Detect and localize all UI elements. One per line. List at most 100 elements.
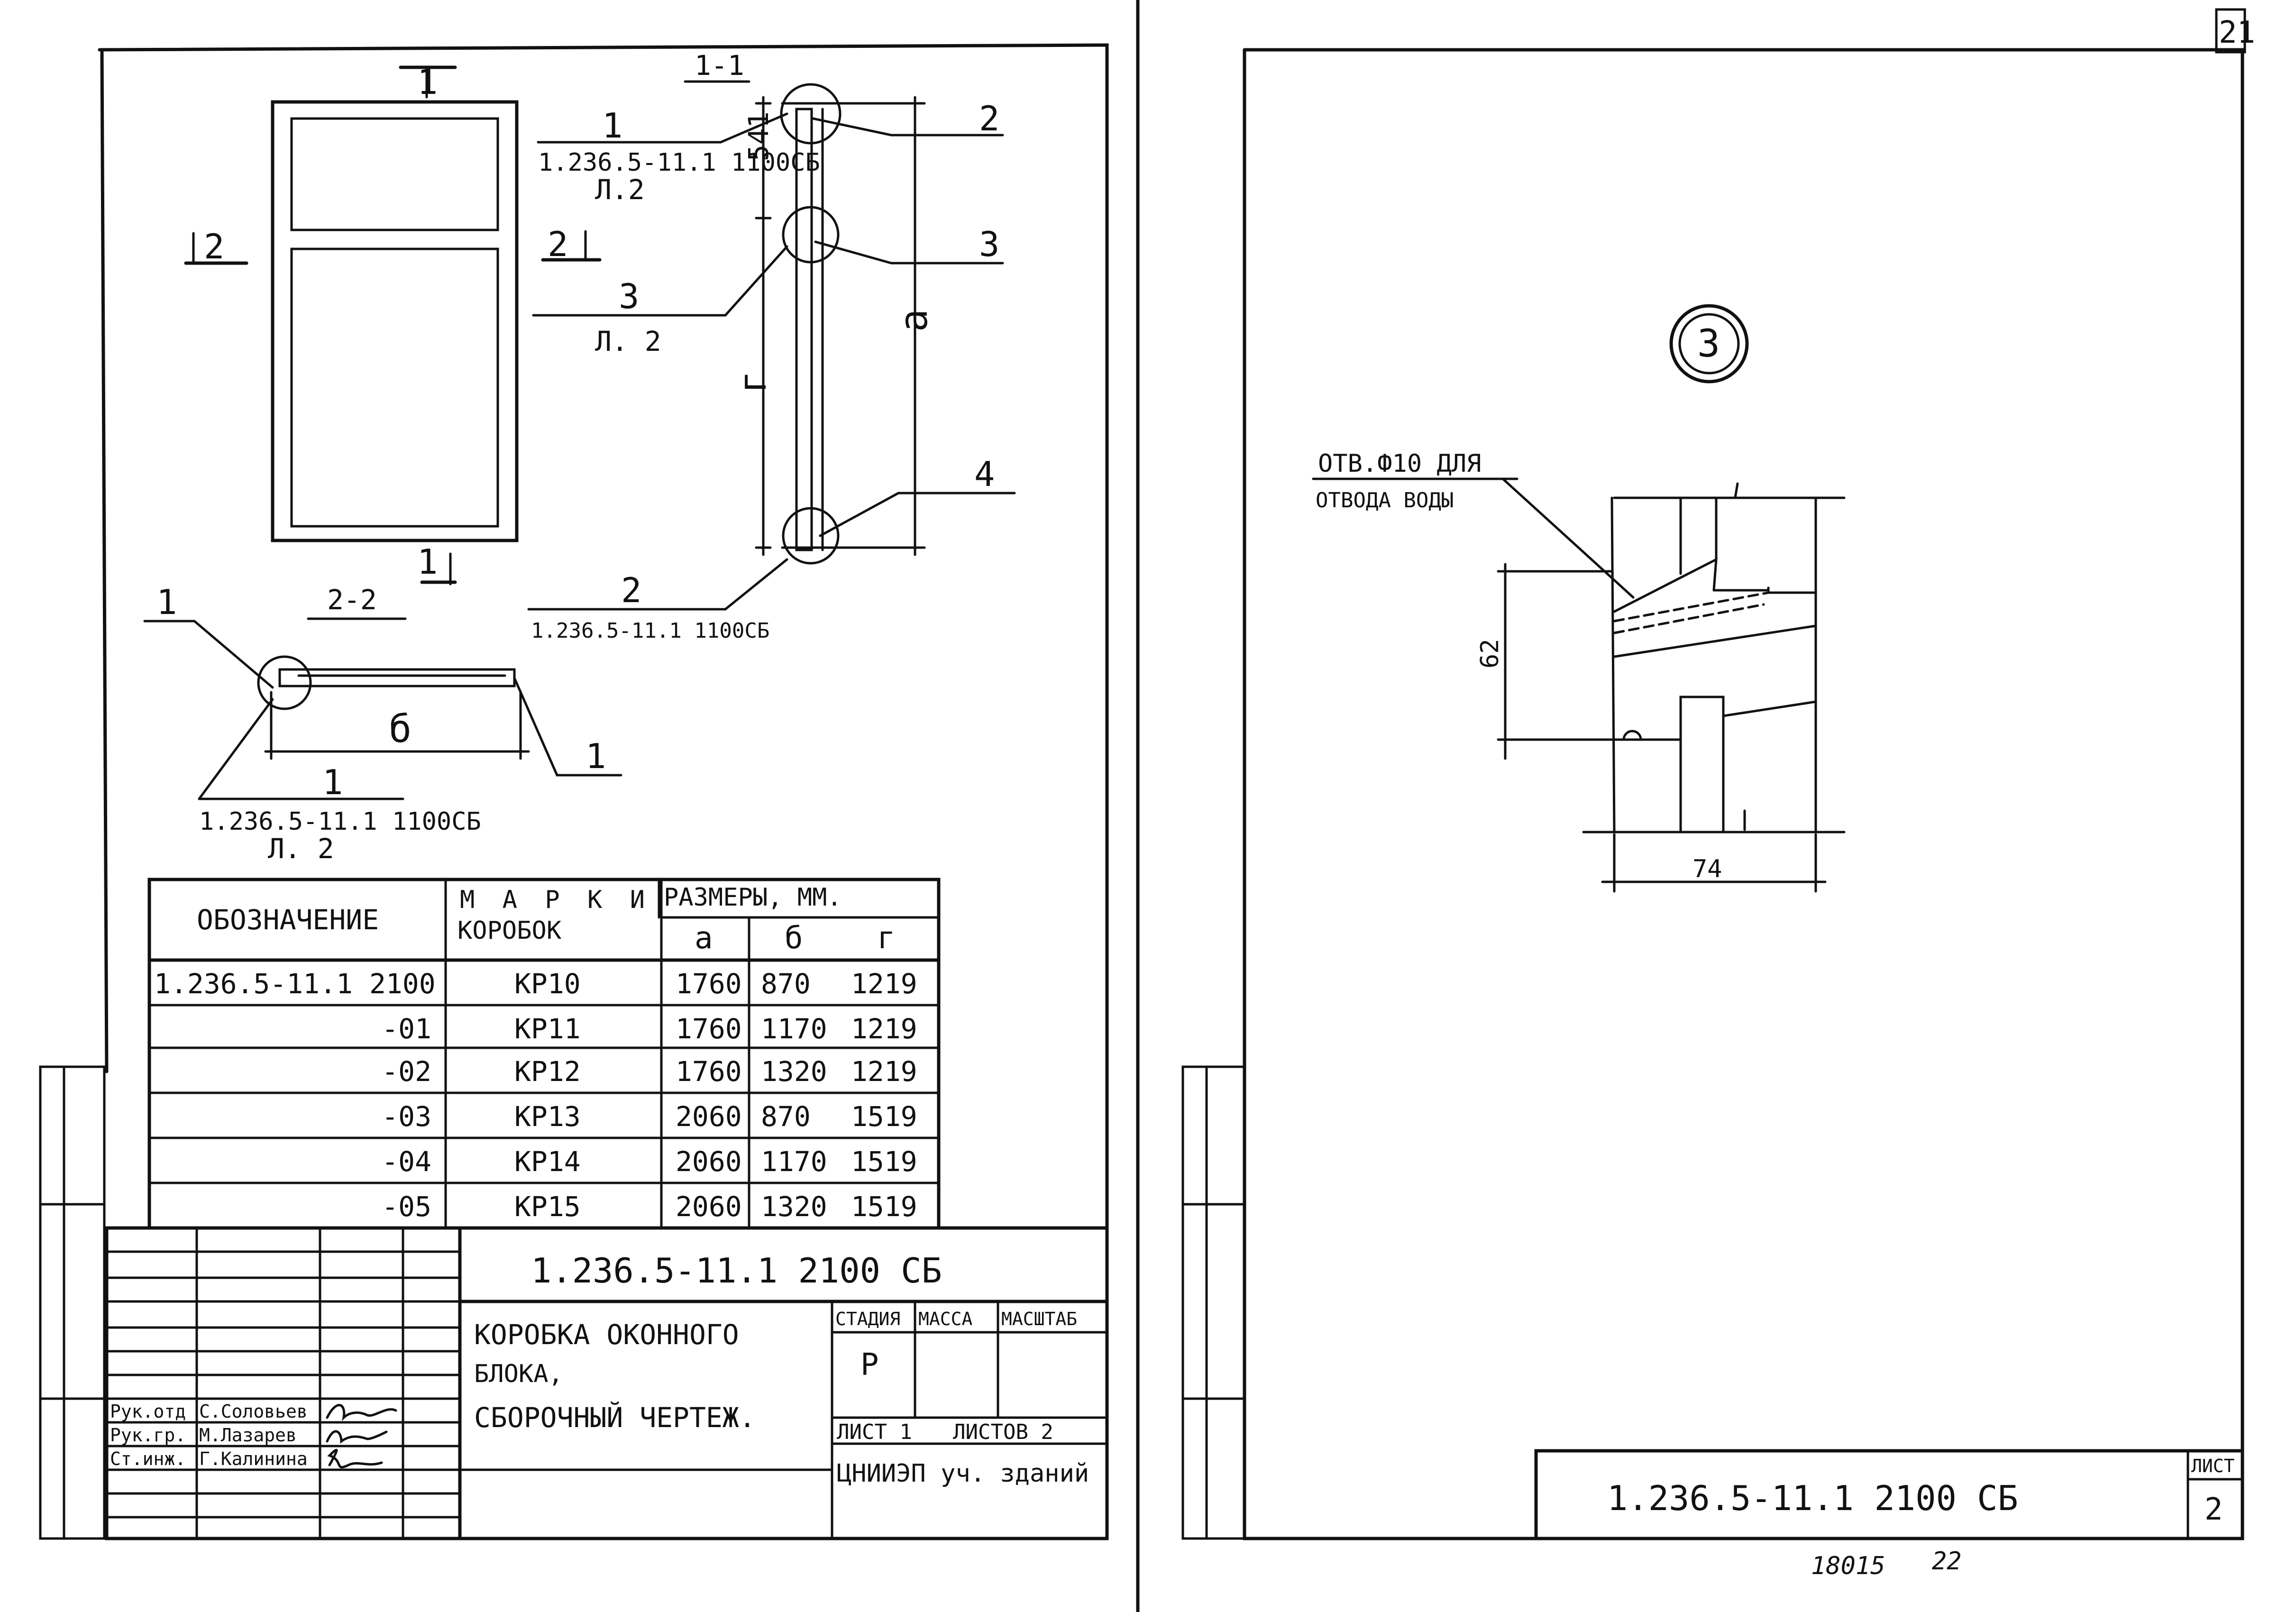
callout-2-num: 2 bbox=[621, 570, 641, 610]
detail-circle-1 bbox=[257, 655, 312, 710]
scale-label: МАСШТАБ bbox=[1001, 1309, 1077, 1329]
table-cell-designation: -04 bbox=[382, 1145, 431, 1178]
leader-1-left: 1 bbox=[156, 582, 177, 622]
th-marks-2: КОРОБОК bbox=[457, 916, 562, 945]
table-cell-designation: -05 bbox=[382, 1191, 431, 1223]
leader-2: 2 bbox=[979, 99, 999, 138]
dim-g: г bbox=[731, 371, 775, 394]
detail-circle-4 bbox=[782, 507, 840, 565]
staff-name-1: С.Соловьев bbox=[199, 1401, 308, 1422]
table-cell-mark: КР11 bbox=[514, 1013, 581, 1045]
callout-3-sheet: Л. 2 bbox=[595, 325, 661, 357]
corner-box bbox=[2215, 8, 2246, 54]
callout-1-num: 1 bbox=[602, 106, 622, 146]
left-margin-strip bbox=[39, 1065, 106, 1540]
callout-1b-num: 1 bbox=[322, 762, 343, 802]
detail-profile: 62 74 bbox=[1476, 482, 1846, 893]
section-mark-1-top: 1 bbox=[417, 62, 438, 102]
callout-2-ref: 1.236.5-11.1 1100СБ bbox=[531, 619, 769, 643]
table-cell-b: 1320 bbox=[761, 1191, 827, 1223]
title-line-2: БЛОКА, bbox=[474, 1360, 563, 1388]
table-cell-g: 1219 bbox=[851, 1055, 917, 1088]
table-cell-g: 1519 bbox=[851, 1191, 917, 1223]
table-cell-g: 1519 bbox=[851, 1100, 917, 1133]
table-cell-a: 2060 bbox=[676, 1191, 742, 1223]
signature-2 bbox=[326, 1430, 388, 1444]
sheet-label-right: ЛИСТ bbox=[2191, 1456, 2235, 1476]
table-cell-b: 1170 bbox=[761, 1013, 827, 1045]
right-sheet: 21 3 ОТВ.Ф10 ДЛЯ ОТВОДА ВОДЫ bbox=[1181, 8, 2255, 1580]
drawing-code-left: 1.236.5-11.1 2100 СБ bbox=[531, 1251, 942, 1291]
table-cell-designation: 1.236.5-11.1 2100 bbox=[154, 968, 436, 1000]
leader-1-right: 1 bbox=[585, 736, 606, 776]
table-cell-a: 2060 bbox=[676, 1100, 742, 1133]
sheets-count-label: ЛИСТОВ 2 bbox=[953, 1420, 1053, 1444]
section-2-2-title: 2-2 bbox=[327, 584, 377, 616]
staff-name-3: Г.Калинина bbox=[199, 1448, 308, 1469]
callout-1b-sheet: Л. 2 bbox=[268, 833, 334, 865]
section-mark-2-left: 2 bbox=[204, 227, 224, 266]
section-1-1-title: 1-1 bbox=[695, 49, 744, 82]
drawing-code-right: 1.236.5-11.1 2100 СБ bbox=[1607, 1478, 2018, 1518]
left-frame-edge bbox=[100, 48, 109, 1073]
title-line-1: КОРОБКА ОКОННОГО bbox=[474, 1319, 739, 1351]
signature-3 bbox=[327, 1449, 383, 1469]
table-cell-mark: КР14 bbox=[514, 1145, 581, 1178]
staff-role-1: Рук.отд bbox=[110, 1401, 186, 1422]
th-marks: МАРКИ bbox=[460, 886, 645, 914]
staff-role-2: Рук.гр. bbox=[110, 1425, 186, 1446]
organization: ЦНИИЭП уч. зданий bbox=[837, 1459, 1089, 1488]
table-cell-a: 1760 bbox=[676, 968, 742, 1000]
callout-1b-ref: 1.236.5-11.1 1100СБ bbox=[199, 807, 481, 836]
table-cell-b: 1170 bbox=[761, 1145, 827, 1178]
dim-62: 62 bbox=[1476, 639, 1504, 669]
note-leader bbox=[1501, 477, 1635, 599]
window-elevation: 1 1 2 2 bbox=[184, 62, 602, 586]
spec-table: ОБОЗНАЧЕНИЕ МАРКИ КОРОБОК РАЗМЕРЫ, ММ. а… bbox=[147, 878, 941, 1230]
right-frame bbox=[1243, 48, 2244, 1540]
drain-hole bbox=[1622, 730, 1642, 741]
detail-number: 3 bbox=[1697, 321, 1720, 366]
left-sheet: 1 1 2 2 1-1 bbox=[39, 0, 1140, 1612]
section-2-2: 2-2 1 1 б 1 1.236.5-11.1 1100СБ Л. 2 bbox=[143, 582, 622, 865]
title-block-right: 1.236.5-11.1 2100 СБ ЛИСТ 2 bbox=[1534, 1449, 2244, 1540]
stage-value: Р bbox=[860, 1347, 879, 1383]
callout-3-num: 3 bbox=[619, 276, 639, 316]
dim-541: 541 bbox=[742, 111, 775, 161]
sheet-number-right: 2 bbox=[2205, 1492, 2223, 1527]
mass-label: МАССА bbox=[918, 1309, 973, 1329]
th-g: г bbox=[877, 921, 896, 956]
table-cell-g: 1219 bbox=[851, 968, 917, 1000]
dim-74: 74 bbox=[1692, 855, 1722, 883]
table-cell-g: 1219 bbox=[851, 1013, 917, 1045]
th-sizes: РАЗМЕРЫ, ММ. bbox=[664, 883, 842, 912]
staff-name-2: М.Лазарев bbox=[199, 1425, 297, 1446]
title-line-3: СБОРОЧНЫЙ ЧЕРТЕЖ. bbox=[474, 1401, 756, 1434]
signature-1 bbox=[326, 1404, 397, 1421]
callout-1-sheet: Л.2 bbox=[595, 174, 645, 206]
title-block-left: 1.236.5-11.1 2100 СБ КОРОБКА ОКОННОГО БЛ… bbox=[105, 1226, 1109, 1540]
leader-4: 4 bbox=[974, 454, 995, 494]
table-cell-a: 1760 bbox=[676, 1055, 742, 1088]
table-cell-designation: -02 bbox=[382, 1055, 431, 1088]
table-cell-b: 870 bbox=[761, 1100, 811, 1133]
sheet-label-left: ЛИСТ 1 bbox=[837, 1420, 912, 1444]
corner-number: 21 bbox=[2219, 15, 2255, 50]
leader-3: 3 bbox=[979, 224, 999, 264]
detail-circle-3 bbox=[782, 206, 840, 264]
th-a: а bbox=[695, 921, 713, 956]
th-b: б bbox=[785, 921, 803, 956]
detail-number-circle-outer bbox=[1669, 304, 1749, 384]
table-cell-mark: КР13 bbox=[514, 1100, 581, 1133]
note-line-1: ОТВ.Ф10 ДЛЯ bbox=[1318, 449, 1481, 478]
right-margin-strip bbox=[1181, 1065, 1246, 1540]
note-line-2: ОТВОДА ВОДЫ bbox=[1316, 488, 1454, 513]
table-cell-b: 870 bbox=[761, 968, 811, 1000]
table-cell-a: 1760 bbox=[676, 1013, 742, 1045]
page-number: 22 bbox=[1932, 1547, 1962, 1575]
dim-b: б bbox=[389, 707, 412, 751]
table-cell-mark: КР10 bbox=[514, 968, 581, 1000]
staff-role-3: Ст.инж. bbox=[110, 1448, 186, 1469]
